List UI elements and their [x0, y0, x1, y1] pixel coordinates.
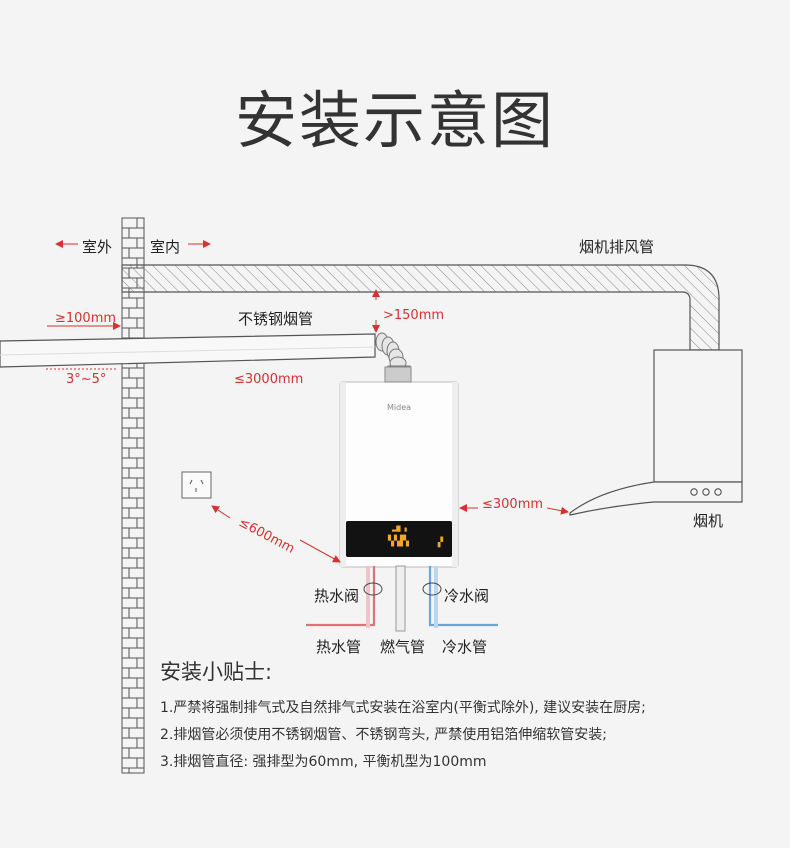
dimension-lines: [46, 240, 569, 563]
page-title: 安装示意图: [234, 84, 555, 157]
supply-pipes: [306, 565, 498, 632]
label-hot-valve: 热水阀: [314, 587, 360, 605]
tip-item-3: 3.排烟管直径: 强排型为60mm, 平衡机型为100mm: [160, 754, 487, 770]
stainless-flue-pipe: [0, 332, 411, 383]
label-stainless-flue: 不锈钢烟管: [238, 310, 314, 328]
label-hot-pipe: 热水管: [316, 638, 362, 656]
svg-text:▚▚▛▖: ▚▚▛▖: [387, 534, 412, 547]
label-gas-pipe: 燃气管: [380, 638, 426, 656]
brick-wall: [121, 217, 145, 774]
tip-item-2: 2.排烟管必须使用不锈钢烟管、不锈钢弯头, 严禁使用铝箔伸缩软管安装;: [160, 727, 607, 743]
label-outdoor: 室外: [82, 238, 113, 256]
label-cold-pipe: 冷水管: [442, 638, 488, 656]
power-socket: [181, 471, 212, 499]
label-hood: 烟机: [693, 512, 724, 530]
tips-heading: 安装小贴士:: [160, 660, 273, 684]
label-cold-valve: 冷水阀: [444, 587, 490, 605]
water-heater: ▂▆ ▖ ▚▚▛▖ ▗▘ Midea: [339, 366, 459, 568]
svg-text:▂▆ ▖: ▂▆ ▖: [391, 524, 409, 532]
label-indoor: 室内: [150, 238, 181, 256]
dim-above-heater: >150mm: [383, 308, 445, 323]
tip-item-1: 1.严禁将强制排气式及自然排气式安装在浴室内(平衡式除外), 建议安装在厨房;: [160, 700, 646, 716]
label-hood-exhaust-pipe: 烟机排风管: [579, 238, 655, 256]
dim-flue-length: ≤3000mm: [234, 372, 304, 387]
brand-logo: Midea: [387, 403, 411, 412]
dim-to-hood: ≤300mm: [482, 497, 544, 512]
range-hood: [569, 349, 743, 516]
dim-outside-min: ≥100mm: [55, 311, 117, 326]
dim-slope: 3°~5°: [66, 372, 107, 387]
flexible-elbow: [375, 332, 407, 370]
svg-text:▗▘: ▗▘: [435, 536, 446, 548]
